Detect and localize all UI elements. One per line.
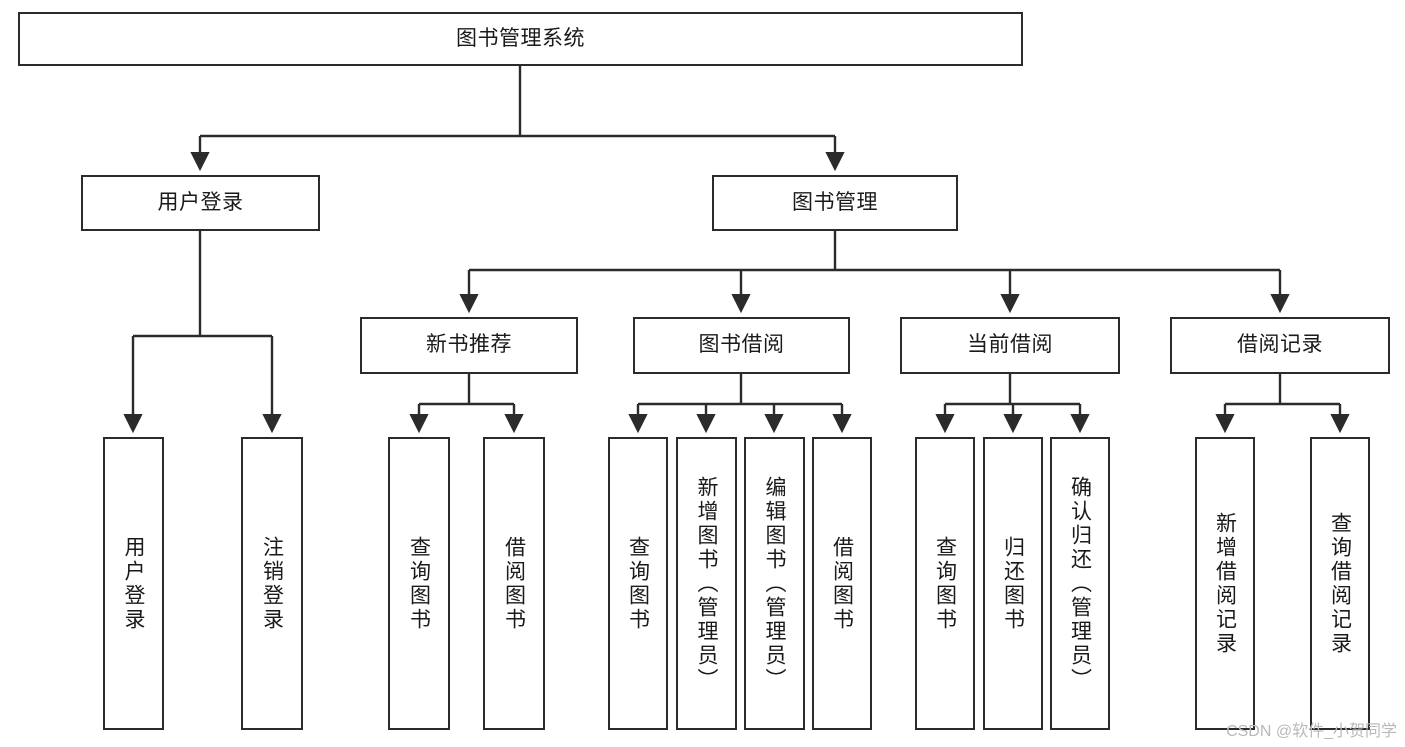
node-leaf-add-book-admin-label: 新增图书（管理员） — [695, 475, 718, 692]
node-leaf-borrow-book-2[interactable]: 借阅图书 — [812, 437, 872, 730]
node-leaf-query-book-1-label: 查询图书 — [407, 535, 431, 632]
node-borrow-record[interactable]: 借阅记录 — [1170, 317, 1390, 374]
node-leaf-user-logout-label: 注销登录 — [260, 535, 284, 632]
node-leaf-query-book-3-label: 查询图书 — [933, 535, 957, 632]
node-book-borrow[interactable]: 图书借阅 — [633, 317, 850, 374]
node-leaf-query-borrow-record[interactable]: 查询借阅记录 — [1310, 437, 1370, 730]
node-leaf-query-book-2[interactable]: 查询图书 — [608, 437, 668, 730]
node-current-borrow[interactable]: 当前借阅 — [900, 317, 1120, 374]
node-current-borrow-label: 当前借阅 — [967, 333, 1053, 357]
node-leaf-borrow-book-1[interactable]: 借阅图书 — [483, 437, 545, 730]
node-leaf-edit-book-admin[interactable]: 编辑图书（管理员） — [744, 437, 805, 730]
node-leaf-query-book-3[interactable]: 查询图书 — [915, 437, 975, 730]
node-book-manage-label: 图书管理 — [792, 190, 878, 214]
node-leaf-edit-book-admin-label: 编辑图书（管理员） — [763, 475, 786, 692]
node-leaf-return-book-label: 归还图书 — [1001, 535, 1025, 632]
node-leaf-query-book-2-label: 查询图书 — [626, 535, 650, 632]
node-leaf-user-login-label: 用户登录 — [122, 535, 145, 632]
node-leaf-user-login[interactable]: 用户登录 — [103, 437, 164, 730]
node-new-book-rec[interactable]: 新书推荐 — [360, 317, 578, 374]
node-root[interactable]: 图书管理系统 — [18, 12, 1023, 66]
node-leaf-user-logout[interactable]: 注销登录 — [241, 437, 303, 730]
node-user-login-label: 用户登录 — [157, 190, 244, 214]
csdn-watermark: CSDN @软件_小贺同学 — [1226, 723, 1397, 740]
node-leaf-query-borrow-record-label: 查询借阅记录 — [1328, 511, 1352, 656]
node-root-label: 图书管理系统 — [456, 26, 585, 50]
node-leaf-add-borrow-record[interactable]: 新增借阅记录 — [1195, 437, 1255, 730]
node-leaf-borrow-book-1-label: 借阅图书 — [502, 535, 526, 632]
node-leaf-confirm-return-admin[interactable]: 确认归还（管理员） — [1050, 437, 1110, 730]
node-leaf-borrow-book-2-label: 借阅图书 — [830, 535, 854, 632]
node-leaf-add-book-admin[interactable]: 新增图书（管理员） — [676, 437, 737, 730]
node-leaf-return-book[interactable]: 归还图书 — [983, 437, 1043, 730]
node-book-borrow-label: 图书借阅 — [698, 333, 785, 357]
node-book-manage[interactable]: 图书管理 — [712, 175, 958, 231]
node-new-book-rec-label: 新书推荐 — [426, 333, 512, 357]
node-leaf-add-borrow-record-label: 新增借阅记录 — [1213, 511, 1237, 656]
node-leaf-confirm-return-admin-label: 确认归还（管理员） — [1068, 475, 1092, 692]
node-user-login[interactable]: 用户登录 — [81, 175, 320, 231]
node-leaf-query-book-1[interactable]: 查询图书 — [388, 437, 450, 730]
node-borrow-record-label: 借阅记录 — [1237, 333, 1323, 357]
